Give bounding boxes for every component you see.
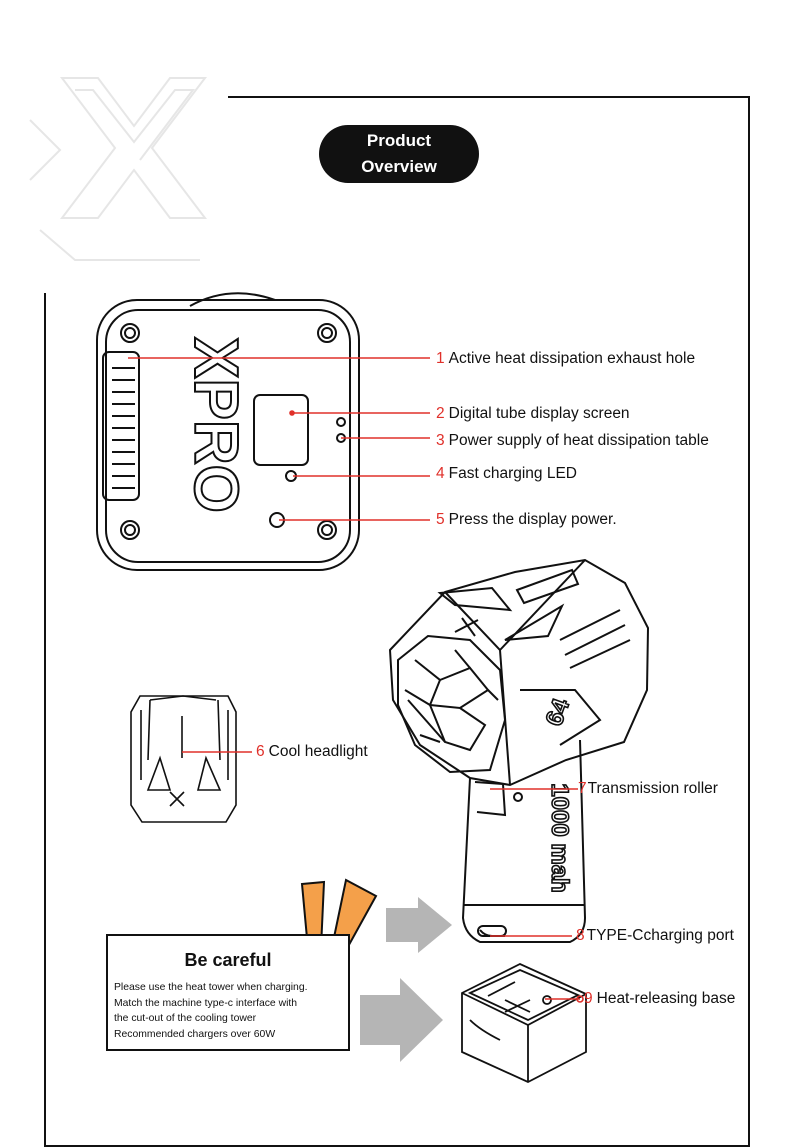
warning-box: Be careful Please use the heat tower whe…: [106, 934, 350, 1051]
callout-number: 5: [436, 511, 445, 528]
callout-label: Active heat dissipation exhaust hole: [448, 350, 696, 367]
warning-line: Recommended chargers over 60W: [114, 1028, 276, 1040]
callout-label: Heat-releasing base: [596, 990, 736, 1007]
callout-number: 2: [436, 405, 445, 422]
callout-number: 4: [436, 465, 445, 482]
warning-line: Please use the heat tower when charging.: [114, 982, 308, 993]
callout-number: 1: [436, 350, 445, 367]
arrow-right-upper-icon: [386, 897, 452, 953]
warning-title: Be careful: [184, 950, 272, 970]
xpro-side-text: XPRO: [181, 337, 250, 513]
warning-line: the cut-out of the cooling tower: [114, 1013, 257, 1024]
callout-label: Power supply of heat dissipation table: [448, 432, 709, 449]
arrow-right-lower-icon: [360, 978, 443, 1062]
callout-number: 9: [584, 990, 593, 1007]
callout-label: Cool headlight: [268, 743, 368, 760]
callout-label: Transmission roller: [587, 780, 718, 797]
callout-number: 7: [578, 780, 587, 797]
callout-label: Digital tube display screen: [448, 405, 630, 422]
callout-number: 8: [576, 927, 585, 944]
callout-label: Press the display power.: [448, 511, 617, 528]
callout-number: 3: [436, 432, 445, 449]
callout-number: 6: [256, 743, 265, 760]
callout-label: Fast charging LED: [448, 465, 577, 482]
warning-line: Match the machine type-c interface with: [114, 997, 298, 1009]
title-line-1: Product: [366, 131, 432, 150]
callout-label: TYPE-Ccharging port: [586, 927, 734, 944]
title-pill: Product Overview: [319, 125, 479, 183]
handle-capacity-text: 1000 mah: [546, 783, 573, 892]
title-line-2: Overview: [361, 157, 437, 176]
callout-transmission-roller: 7Transmission roller: [578, 780, 718, 798]
warning-text: Please use the heat tower when charging.…: [114, 980, 308, 1042]
